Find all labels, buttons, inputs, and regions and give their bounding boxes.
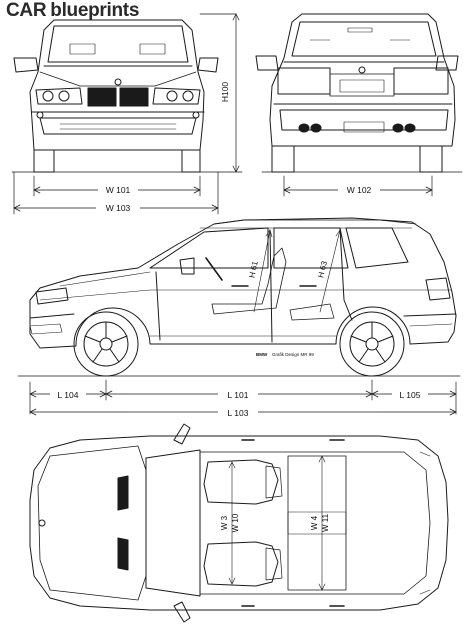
label-front-height: H100 [220, 82, 230, 103]
rear-view [255, 13, 463, 173]
label-top-rear-shoulder: W 4 [310, 515, 319, 530]
label-side-rear-headroom: H 63 [316, 260, 329, 279]
logo-brand: CAR [6, 0, 47, 21]
side-view [29, 217, 457, 377]
label-side-front-headroom: H 61 [247, 260, 259, 279]
caption-make: BMW [256, 352, 268, 357]
logo-suffix: blueprints [50, 0, 140, 21]
top-view [29, 423, 449, 623]
label-side-wheelbase: L 101 [228, 390, 249, 400]
dimension-side-headroom [253, 229, 343, 313]
label-front-overall-width: W 103 [106, 203, 131, 213]
caption-model: Grafik Design MR 99 [272, 352, 314, 357]
front-view [11, 19, 231, 173]
label-side-front-overhang: L 104 [58, 390, 79, 400]
label-front-track: W 101 [106, 185, 131, 195]
label-side-rear-overhang: L 105 [400, 390, 421, 400]
label-top-front-shoulder: W 3 [220, 515, 229, 530]
label-rear-track: W 102 [347, 185, 372, 195]
dimension-top-widths [228, 455, 326, 591]
dimension-front-height [199, 13, 243, 173]
label-side-overall-length: L 103 [228, 408, 249, 418]
label-top-front-width: W 10 [231, 513, 240, 532]
label-top-rear-width: W 11 [321, 513, 330, 532]
